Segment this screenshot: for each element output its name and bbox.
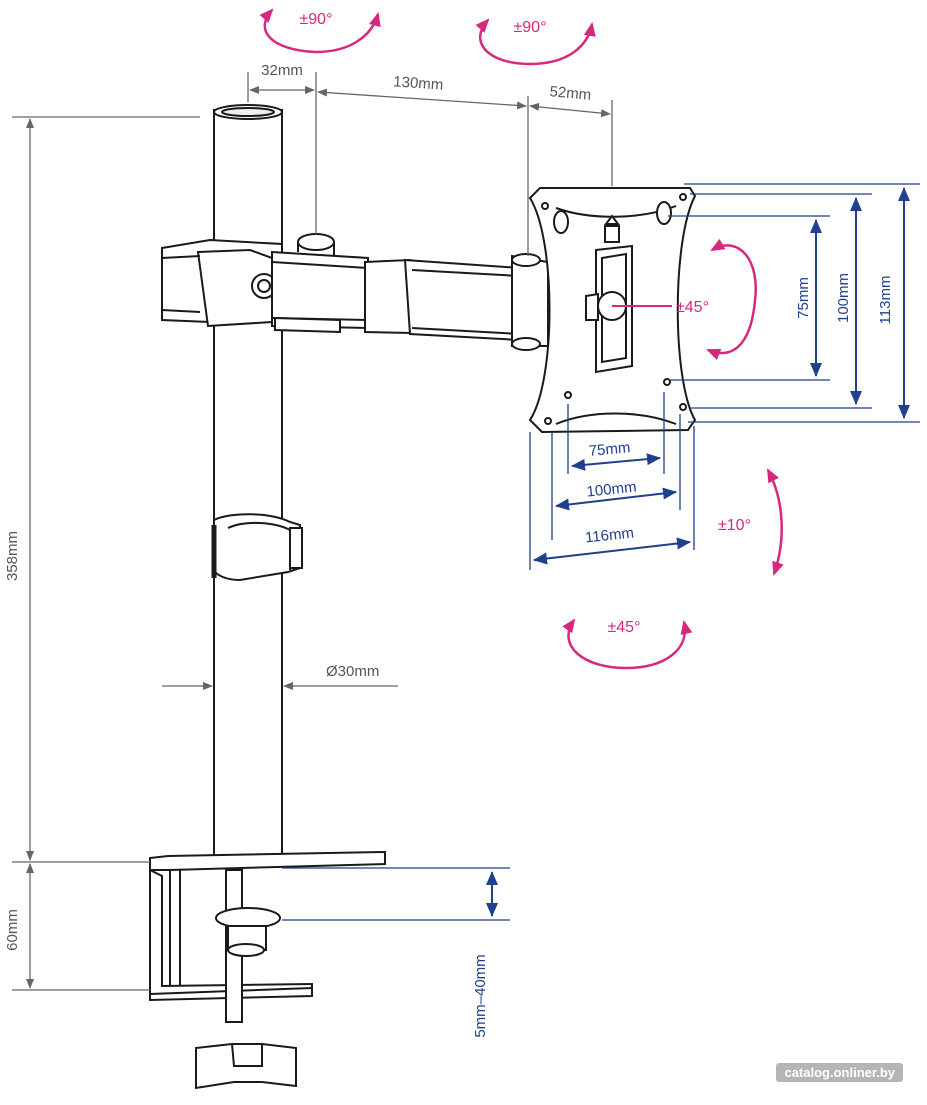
gray-dimension-labels: 32mm 130mm 52mm 358mm 60mm Ø30mm — [4, 62, 592, 951]
dim-vesa-h-100-label: 100mm — [586, 478, 638, 500]
dim-vesa-h-75-line — [571, 453, 661, 471]
dim-130mm-label: 130mm — [393, 73, 444, 93]
dim-vesa-h-75-label: 75mm — [588, 439, 631, 460]
tilt-label: ±10° — [718, 517, 751, 534]
dim-desk-thickness-label: 5mm–40mm — [472, 954, 489, 1037]
arm-first-segment — [271, 233, 369, 334]
pole-collar — [161, 238, 283, 328]
tilt-arrow — [766, 468, 784, 576]
dim-vesa-h-100-line — [555, 487, 677, 511]
dim-52mm-label: 52mm — [549, 83, 592, 104]
cable-clip — [211, 513, 303, 582]
rotation-arrows — [259, 8, 784, 670]
dim-130mm-line — [317, 88, 527, 110]
gray-dimensions — [12, 72, 613, 991]
pole-swivel-label: ±90° — [300, 11, 333, 28]
swivel-arrow — [562, 618, 693, 670]
dim-32mm-label: 32mm — [261, 62, 303, 79]
tilt-head — [511, 253, 549, 351]
blue-dimension-labels: 75mm 100mm 113mm 75mm 100mm 116mm 5mm–40… — [472, 273, 894, 1038]
watermark: catalog.onliner.by — [776, 1063, 903, 1082]
mount-drawing — [149, 104, 697, 1090]
vesa-plate — [528, 187, 697, 434]
dim-plate-width-label: 116mm — [584, 525, 634, 547]
dim-52mm-line — [529, 102, 611, 118]
pole-swivel-arrow — [259, 8, 381, 54]
desk-clamp — [149, 850, 386, 1090]
dim-358mm-label: 358mm — [4, 531, 21, 581]
dim-60mm-label: 60mm — [4, 909, 21, 951]
dim-vesa-v-100-label: 100mm — [835, 273, 852, 323]
dim-vesa-v-75-label: 75mm — [795, 277, 812, 319]
blue-dimensions — [282, 183, 920, 921]
arm-swivel-arrow — [475, 18, 596, 66]
swivel-label: ±45° — [608, 619, 641, 636]
arm-second-segment — [364, 258, 521, 342]
dim-pole-diameter-label: Ø30mm — [326, 663, 379, 680]
rotation-arrow — [706, 238, 758, 361]
dim-plate-width-line — [533, 537, 691, 565]
rotation-label: ±45° — [676, 299, 709, 316]
pole — [213, 104, 283, 861]
dim-plate-height-label: 113mm — [877, 276, 894, 325]
arm-swivel-label: ±90° — [514, 19, 547, 36]
rotation-labels: ±90° ±90° ±45° ±10° ±45° — [300, 11, 751, 636]
